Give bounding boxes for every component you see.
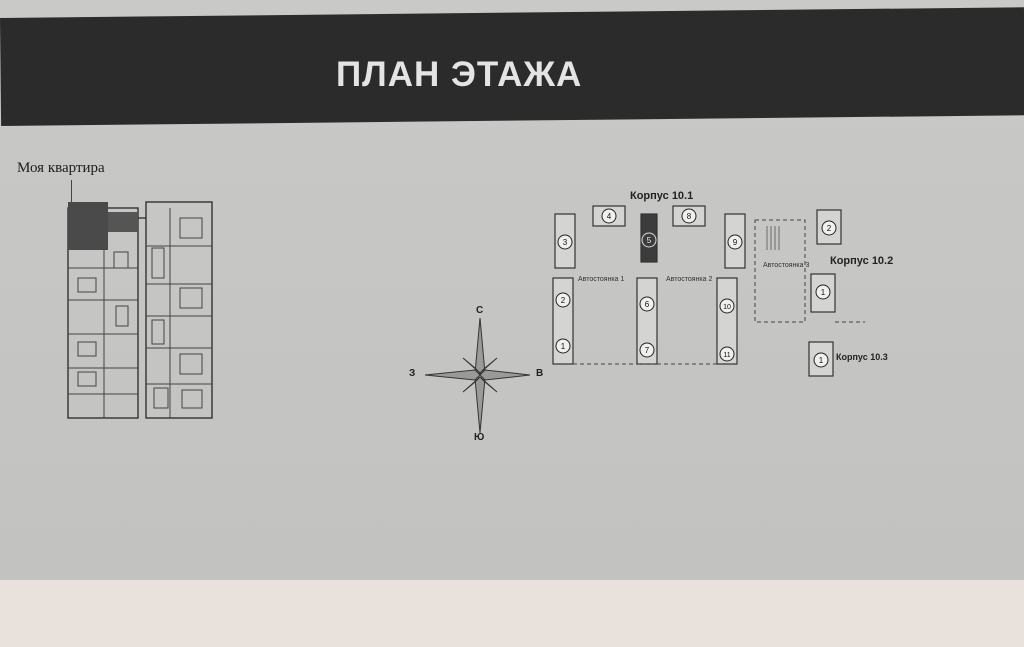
- compass-west: З: [409, 368, 416, 379]
- section-label-10-3-1: 1: [819, 356, 824, 365]
- building-label-10-1: Корпус 10.1: [630, 190, 694, 202]
- compass-south: Ю: [474, 432, 485, 443]
- parking-label-2: Автостоянка 2: [666, 276, 713, 283]
- building-label-10-2: Корпус 10.2: [830, 255, 894, 267]
- floor-plan-drawing: [67, 201, 213, 419]
- site-plan: 3 4 5 8 9 2 1 6 7 10 11 2 1 1: [552, 205, 865, 377]
- my-apartment-label: Моя квартира: [17, 160, 105, 176]
- plan-dark-block: [108, 212, 138, 232]
- compass-north: С: [476, 305, 484, 316]
- floor-plan-sheet: ПЛАН ЭТАЖА Моя квартира: [0, 0, 1024, 580]
- section-label-4: 4: [607, 212, 612, 221]
- section-label-2: 2: [561, 296, 566, 305]
- page-title: ПЛАН ЭТАЖА: [336, 55, 583, 94]
- section-label-11: 11: [723, 352, 730, 359]
- compass-east: В: [536, 368, 544, 379]
- compass-rose: [425, 318, 531, 434]
- section-label-6: 6: [645, 300, 650, 309]
- section-10-2-1-block: [810, 273, 836, 313]
- section-label-1: 1: [561, 342, 566, 351]
- parking-label-1: Автостоянка 1: [578, 276, 625, 283]
- section-label-3: 3: [563, 238, 568, 247]
- section-label-10: 10: [723, 304, 731, 311]
- section-label-10-2-1: 1: [821, 288, 826, 297]
- building-label-10-3: Корпус 10.3: [836, 352, 888, 362]
- section-label-5: 5: [647, 236, 652, 245]
- section-label-9: 9: [733, 238, 738, 247]
- section-label-7: 7: [645, 346, 650, 355]
- my-apartment-leader-line: [71, 180, 72, 204]
- section-10-11-block: [716, 277, 738, 365]
- section-label-10-2-2: 2: [827, 224, 832, 233]
- my-apartment-highlight: [68, 202, 108, 250]
- parking-label-3: Автостоянка 3: [763, 262, 810, 269]
- section-label-8: 8: [687, 212, 692, 221]
